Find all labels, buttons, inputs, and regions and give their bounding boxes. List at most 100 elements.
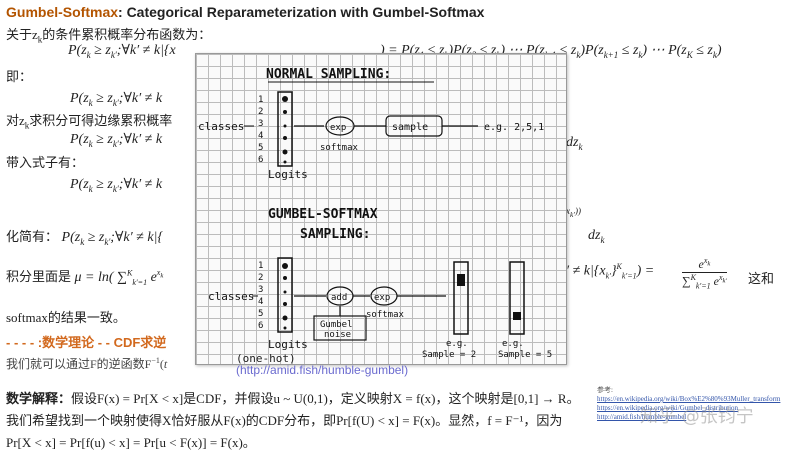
num-5b: 5 <box>258 309 263 319</box>
heading-subtitle: : Categorical Reparameterization with Gu… <box>118 4 485 20</box>
onehot-bar-1 <box>453 261 469 335</box>
logit-dot <box>283 290 287 294</box>
class-numbers-bottom: 1 2 3 4 5 6 <box>258 261 263 331</box>
integral-b: 求积分可得边缘累积概率 <box>29 113 173 128</box>
logit-dot <box>283 124 287 128</box>
dzk-2: dzk <box>588 228 605 245</box>
logits-label-top: Logits <box>268 168 308 181</box>
ref-link-humble-gumbel[interactable]: http://amid.fish/humble-gumbel <box>597 413 687 421</box>
logits-bar-bottom <box>277 257 293 333</box>
class-numbers-top: 1 2 3 4 5 6 <box>258 95 263 165</box>
sample-2-label: Sample = 2 <box>422 350 476 360</box>
formula-3: P(zk ≥ zk′;∀k′ ≠ k <box>70 132 163 149</box>
softmax-label-bottom: softmax <box>366 310 405 320</box>
gumbel-noise-1: Gumbel <box>320 320 353 330</box>
grid-paper-sketch: NORMAL SAMPLING: 1 2 3 4 5 6 classes Log… <box>195 53 567 365</box>
math-explanation-text: 假设F(x) = Pr[X < x]是CDF，并假设u ~ U(0,1)，定义映… <box>6 391 580 450</box>
logit-dot <box>283 160 287 164</box>
logit-dot <box>283 326 287 330</box>
sample-label: sample <box>392 122 428 133</box>
formula-cdf: P(zk ≥ zk′;∀k′ ≠ k|{x <box>68 43 176 60</box>
gumbel-title-2: SAMPLING: <box>300 227 370 242</box>
eg-label-2: e.g. <box>502 339 524 349</box>
intro-rest: 的条件累积概率分布函数为： <box>42 27 212 42</box>
math-explanation: 数学解释：假设F(x) = Pr[X < x]是CDF，并假设u ~ U(0,1… <box>6 388 586 454</box>
dzk-1-text: dz <box>566 135 579 150</box>
logit-dot <box>283 276 287 280</box>
eg-normal-label: e.g. 2,5,1 <box>484 122 544 133</box>
exp-label-top: exp <box>330 123 346 133</box>
gumbel-noise-2: noise <box>324 330 351 340</box>
logit-dot <box>283 302 287 306</box>
num-1b: 1 <box>258 261 263 271</box>
formula-r9: ) ⋯ P(z <box>642 43 687 58</box>
formula-softmax-frac: exk ∑Kk′=1 exk′ <box>682 256 727 291</box>
classes-label-top: classes <box>198 120 244 133</box>
intro-line: 关于zk的条件累积概率分布函数为： <box>6 24 211 45</box>
watermark: 知乎 @张钧宁 <box>640 406 754 427</box>
integral-a: 对z <box>6 113 25 128</box>
formula-6-right: ′ ≠ k|{xk′}Kk′=1) = <box>566 262 655 281</box>
formula-c: ;∀k′ ≠ k|{x <box>116 43 176 58</box>
num-2b: 2 <box>258 273 263 283</box>
line-simplify: 化简有： P(zk ≥ zk′;∀k′ ≠ k|{ <box>6 229 164 247</box>
simplify-label: 化简有： <box>6 229 59 244</box>
onehot-bar-2 <box>509 261 525 335</box>
heading-title: Gumbel-Softmax <box>6 4 119 20</box>
num-6: 6 <box>258 155 263 165</box>
formula-r10: ≤ z <box>696 43 713 58</box>
num-6b: 6 <box>258 321 263 331</box>
eg-label-1: e.g. <box>446 339 468 349</box>
formula-2: P(zk ≥ zk′;∀k′ ≠ k <box>70 91 163 108</box>
page-heading: Gumbel-Softmax: Categorical Reparameteri… <box>6 4 484 20</box>
logit-dot <box>282 96 288 102</box>
gumbel-noise-box <box>313 315 367 341</box>
one-hot-label: (one-hot) <box>236 352 296 365</box>
ref-link-box-muller[interactable]: https://en.wikipedia.org/wiki/Box%E2%80%… <box>597 395 781 403</box>
line-inverse: 我们就可以通过F的逆函数F−1(t <box>6 356 168 371</box>
num-4: 4 <box>258 131 263 141</box>
inner-label: 积分里面是 <box>6 269 72 284</box>
softmax-label-top: softmax <box>320 143 359 153</box>
formula-4: P(zk ≥ zk′;∀k′ ≠ k <box>70 177 163 194</box>
logit-dot <box>283 136 287 140</box>
formula-b: ≥ z <box>94 43 111 58</box>
section-heading: - - - - :数学理论 - - CDF求逆 <box>6 335 167 350</box>
sample-5-label: Sample = 5 <box>498 350 552 360</box>
sketch-drawing: NORMAL SAMPLING: 1 2 3 4 5 6 classes Log… <box>198 67 552 360</box>
line-namely: 即： <box>6 69 33 84</box>
line-inner: 积分里面是 μ = ln( ∑Kk′=1 exk <box>6 268 164 287</box>
formula-a: P(z <box>68 43 87 58</box>
normal-sampling-title: NORMAL SAMPLING: <box>266 67 391 82</box>
add-label: add <box>331 293 347 303</box>
line-inner-tail: 这和 <box>748 271 775 286</box>
formula-r7: )P(z <box>580 43 604 58</box>
references: 参考: https://en.wikipedia.org/wiki/Box%E2… <box>597 386 797 422</box>
intro-sub: k <box>37 34 43 45</box>
logits-bar-top <box>277 91 293 167</box>
exp-label-bottom: exp <box>374 293 390 303</box>
num-3b: 3 <box>258 285 263 295</box>
num-4b: 4 <box>258 297 263 307</box>
onehot-fill-2 <box>513 312 521 320</box>
ref-link-gumbel[interactable]: https://en.wikipedia.org/wiki/Gumbel_dis… <box>597 404 739 412</box>
num-2: 2 <box>258 107 263 117</box>
line-substitute: 带入式子有： <box>6 155 85 170</box>
overlay-url[interactable]: (http://amid.fish/humble-gumbel) <box>236 363 409 377</box>
logit-dot <box>282 149 288 155</box>
gumbel-title-1: GUMBEL-SOFTMAX <box>268 207 378 222</box>
references-title: 参考: <box>597 386 613 394</box>
intro-text: 关于z <box>6 27 38 42</box>
inverse-text: 我们就可以通过F的逆函数F <box>6 357 152 371</box>
formula-r11: ) <box>716 43 722 58</box>
classes-label-bottom: classes <box>208 290 254 303</box>
num-3: 3 <box>258 119 263 129</box>
line-integral: 对zk求积分可得边缘累积概率 <box>6 113 173 131</box>
onehot-fill-1 <box>457 274 465 286</box>
math-explanation-label: 数学解释： <box>6 391 72 406</box>
logit-dot <box>282 263 288 269</box>
num-1: 1 <box>258 95 263 105</box>
num-5: 5 <box>258 143 263 153</box>
formula-r8: ≤ z <box>621 43 639 58</box>
logit-dot <box>283 110 287 114</box>
